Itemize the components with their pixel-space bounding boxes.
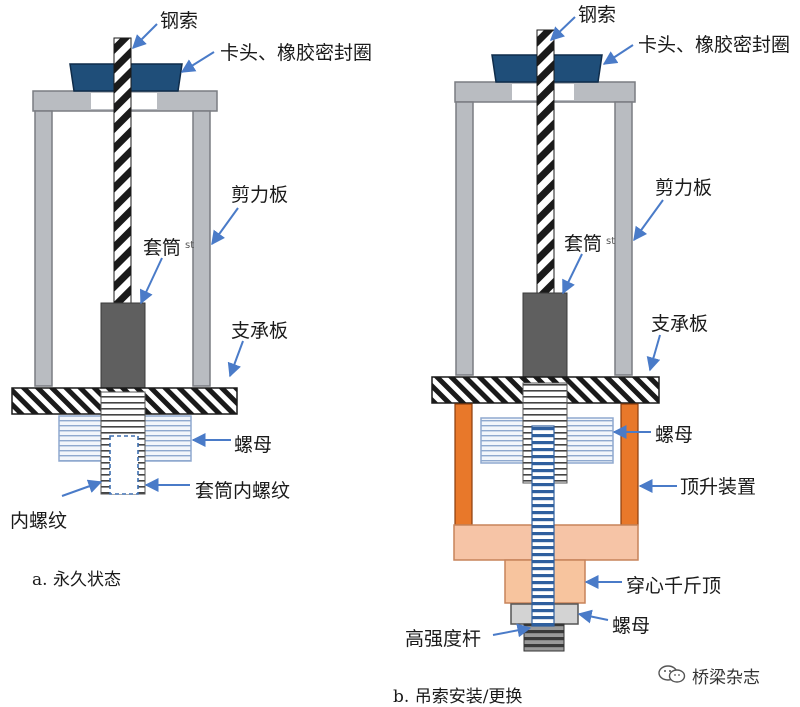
b-label-sleeve: 套筒 [564,233,603,255]
a-label-sleeve-inner-thread: 套筒内螺纹 [195,480,291,502]
b-stray-mark: st [606,236,616,247]
b-sleeve [522,292,568,384]
a-inner-thread [109,435,139,495]
a-label-shear-plate: 剪力板 [231,184,289,206]
b-arrow-shear-plate [633,199,664,242]
b-label-high-strength-rod: 高强度杆 [405,628,482,650]
b-lift-frame-left [454,403,473,526]
a-shear-plate-left [34,110,53,387]
a-arrow-inner-thread [61,479,103,497]
a-arrow-support-plate [227,340,244,378]
watermark-text: 桥梁杂志 [692,668,760,688]
a-label-sleeve: 套筒 [143,237,182,259]
b-rod [531,425,555,627]
b-arrow-support-plate [646,334,661,372]
a-label-cable: 钢索 [160,10,199,32]
b-label-nut: 螺母 [655,424,694,446]
wechat-icon [658,665,686,683]
a-label-support-plate: 支承板 [231,320,289,342]
a-arrow-sleeve [139,257,163,305]
diagram-a [11,23,244,497]
b-arrow-cable [549,16,576,41]
diagram-b [431,16,677,652]
b-cable [536,29,555,295]
a-arrow-cable [132,23,158,49]
b-arrows [492,16,677,638]
b-shear-plate-left [455,101,474,376]
a-stray-mark: st [185,240,195,251]
a-label-inner-thread: 内螺纹 [10,510,68,532]
a-sleeve [100,302,146,393]
a-arrow-anchor-head [180,51,215,73]
b-label-support-plate: 支承板 [651,313,709,335]
b-label-center-hole-jack: 穿心千斤顶 [626,575,722,597]
b-lift-frame-right [620,403,639,526]
a-label-nut: 螺母 [234,434,273,456]
b-label-lifting-device: 顶升装置 [680,476,757,498]
b-label-shear-plate: 剪力板 [655,177,713,199]
b-shear-plate-right [614,101,633,376]
caption-b: b. 吊索安装/更换 [393,687,523,707]
a-cable [113,37,132,305]
caption-a: a. 永久状态 [32,570,121,590]
a-shear-plate-right [192,110,211,387]
a-label-anchor-head: 卡头、橡胶密封圈 [220,42,373,64]
b-label-nut2: 螺母 [612,615,651,637]
a-arrows [61,23,244,497]
b-label-cable: 钢索 [578,4,617,26]
b-arrow-rod [492,623,532,638]
b-label-anchor-head: 卡头、橡胶密封圈 [638,34,791,56]
a-arrow-shear-plate [211,207,239,246]
b-arrow-nut2 [577,609,609,624]
b-arrow-sleeve [562,253,583,295]
b-arrow-anchor-head [602,44,634,65]
